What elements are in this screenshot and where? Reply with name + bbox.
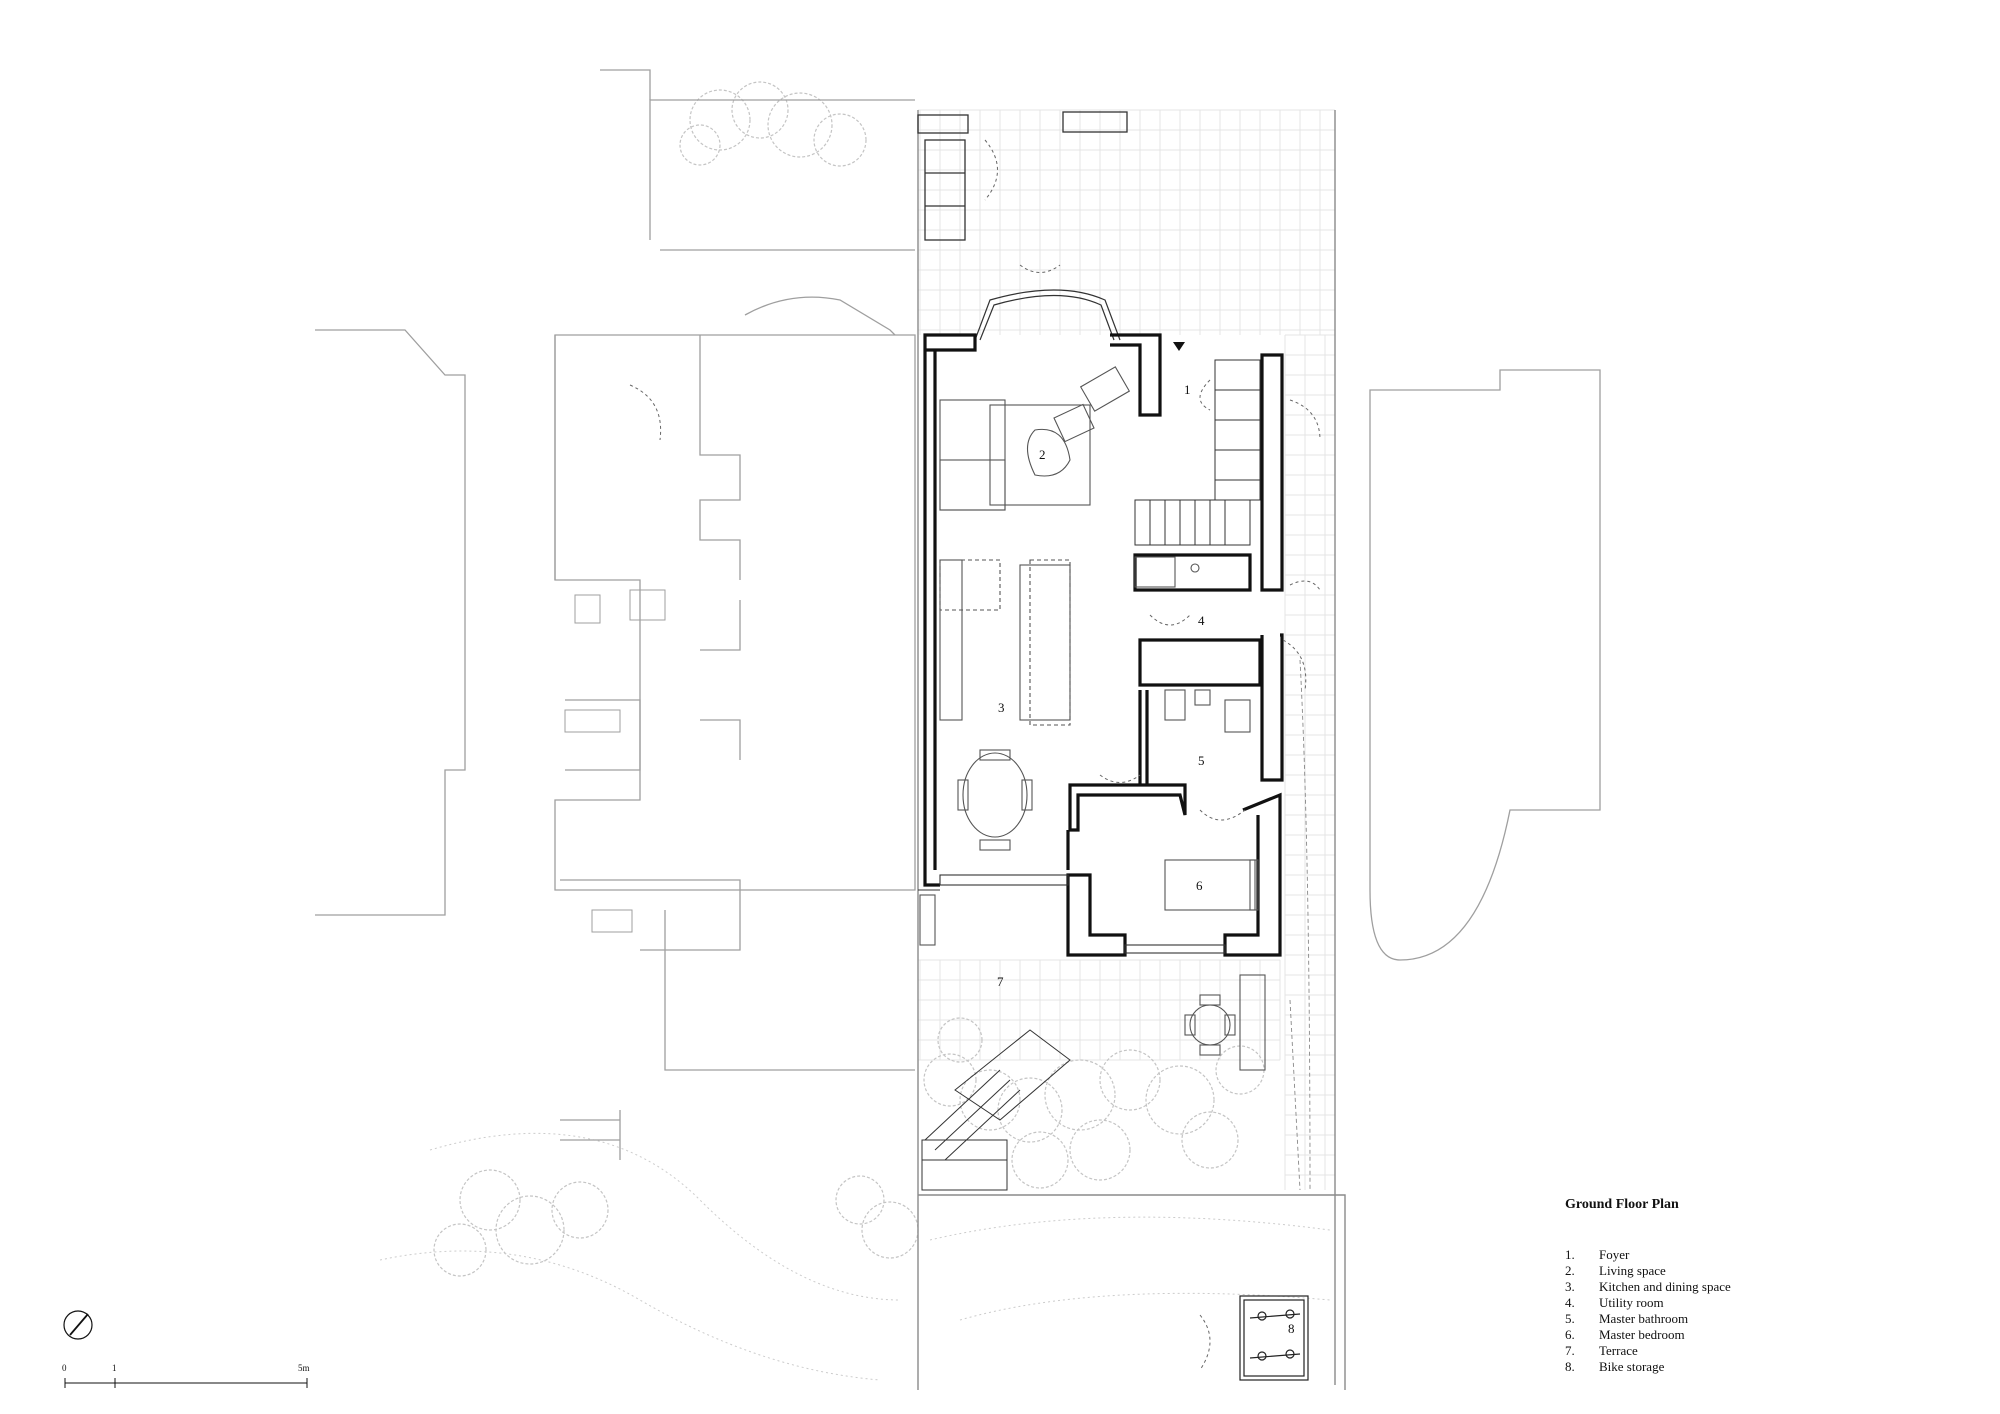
legend-num: 4.	[1565, 1295, 1575, 1310]
rear-glazing	[918, 874, 1226, 954]
legend-label: Bike storage	[1599, 1359, 1665, 1374]
legend-item: 8. Bike storage	[1565, 1359, 1965, 1375]
legend-item: 1. Foyer	[1565, 1247, 1965, 1263]
site-boundary	[917, 110, 1346, 1390]
neighbour-fixtures	[564, 589, 666, 933]
legend-item: 2. Living space	[1565, 1263, 1965, 1279]
legend-num: 2.	[1565, 1263, 1575, 1278]
room-label-2: 2	[1039, 447, 1046, 462]
entrance-arrow-icon	[1173, 342, 1185, 351]
legend-num: 1.	[1565, 1247, 1575, 1262]
legend-label: Master bedroom	[1599, 1327, 1685, 1342]
room-labels: 1 2 3 4 5 6 7 8	[997, 382, 1295, 1336]
legend-item: 3. Kitchen and dining space	[1565, 1279, 1965, 1295]
legend-item: 6. Master bedroom	[1565, 1327, 1965, 1343]
door-swings	[629, 139, 1321, 1371]
bike-storage	[1239, 1295, 1309, 1381]
room-label-5: 5	[1198, 753, 1205, 768]
legend-label: Living space	[1599, 1263, 1666, 1278]
legend-list: 1. Foyer 2. Living space 3. Kitchen and din…	[1565, 1247, 1965, 1375]
room-label-7: 7	[997, 974, 1004, 989]
legend-num: 6.	[1565, 1327, 1575, 1342]
garden-contours	[379, 1132, 1331, 1381]
house-walls	[923, 333, 1284, 957]
legend-item: 5. Master bathroom	[1565, 1311, 1965, 1327]
legend-item: 7. Terrace	[1565, 1343, 1965, 1359]
room-label-3: 3	[998, 700, 1005, 715]
legend-label: Master bathroom	[1599, 1311, 1689, 1326]
scale-label-5m: 5m	[298, 1363, 310, 1373]
front-planters	[917, 111, 1128, 241]
garden-stair	[921, 1029, 1071, 1191]
scale-bar	[64, 1378, 308, 1388]
neighbour-context	[315, 69, 1601, 1160]
room-label-6: 6	[1196, 878, 1203, 893]
scale-label-0: 0	[62, 1363, 67, 1373]
legend-label: Kitchen and dining space	[1599, 1279, 1731, 1294]
room-label-1: 1	[1184, 382, 1191, 397]
side-passage	[1289, 659, 1311, 1191]
legend-item: 4. Utility room	[1565, 1295, 1965, 1311]
north-arrow-icon	[63, 1310, 93, 1340]
legend-num: 7.	[1565, 1343, 1575, 1358]
stair	[1134, 359, 1261, 546]
paving-grid	[918, 109, 1335, 1190]
plan-title: Ground Floor Plan	[1565, 1197, 1679, 1212]
bay-window	[974, 289, 1121, 341]
legend-label: Utility room	[1599, 1295, 1664, 1310]
room-label-4: 4	[1198, 613, 1205, 628]
room-label-8: 8	[1288, 1321, 1295, 1336]
legend-num: 3.	[1565, 1279, 1575, 1294]
scale-label-1: 1	[112, 1363, 117, 1373]
legend-label: Terrace	[1599, 1343, 1638, 1358]
legend: Ground Floor Plan 1. Foyer 2. Living space…	[1565, 1197, 1965, 1375]
legend-num: 5.	[1565, 1311, 1575, 1326]
furniture	[919, 366, 1266, 1071]
legend-label: Foyer	[1599, 1247, 1630, 1262]
legend-num: 8.	[1565, 1359, 1575, 1374]
